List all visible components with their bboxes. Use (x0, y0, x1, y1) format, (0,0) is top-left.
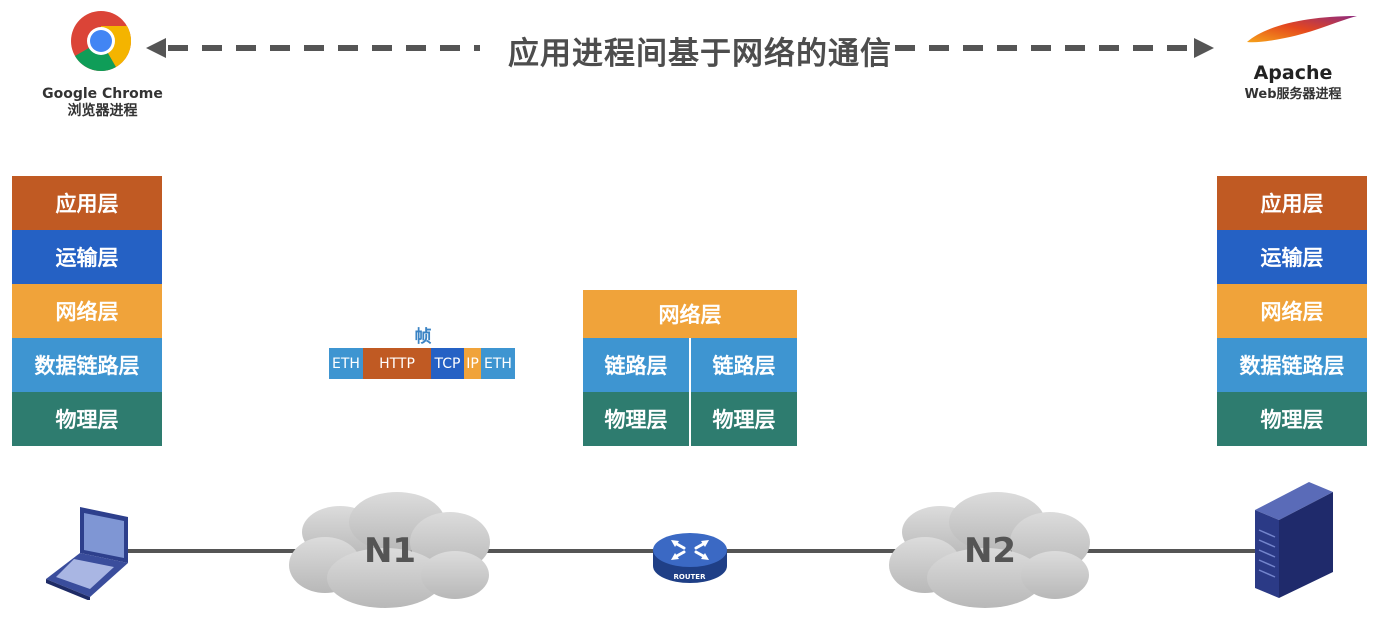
apache-caption: Apache Web服务器进程 (1218, 60, 1368, 103)
right-layer-transport: 运输层 (1217, 230, 1367, 284)
router-label: ROUTER (673, 573, 706, 581)
frame-seg-eth-trailer: ETH (481, 348, 515, 379)
frame-seg-http: HTTP (363, 348, 431, 379)
router-layer-physical-right: 物理层 (691, 392, 797, 446)
right-layer-datalink: 数据链路层 (1217, 338, 1367, 392)
right-layer-application: 应用层 (1217, 176, 1367, 230)
frame-seg-eth-header: ETH (329, 348, 363, 379)
apache-role: Web服务器进程 (1244, 87, 1342, 102)
router-layer-network: 网络层 (583, 290, 797, 338)
left-protocol-stack: 应用层 运输层 网络层 数据链路层 物理层 (12, 176, 162, 446)
chrome-logo-icon (71, 11, 132, 72)
right-layer-physical: 物理层 (1217, 392, 1367, 446)
router-layer-link-right: 链路层 (691, 338, 797, 392)
frame-seg-ip: IP (464, 348, 481, 379)
frame-title: 帧 (414, 327, 432, 347)
network-n1-label: N1 (363, 531, 417, 571)
cloud-n1-icon (289, 492, 490, 608)
router-layer-link-left: 链路层 (583, 338, 689, 392)
page-title: 应用进程间基于网络的通信 (508, 36, 892, 72)
chrome-caption: Google Chrome 浏览器进程 (30, 86, 175, 120)
network-n2-label: N2 (963, 531, 1017, 571)
apache-feather-icon (1247, 16, 1357, 43)
chrome-role: 浏览器进程 (67, 103, 138, 119)
left-layer-transport: 运输层 (12, 230, 162, 284)
left-layer-application: 应用层 (12, 176, 162, 230)
cloud-n2-icon (889, 492, 1090, 608)
server-icon (1255, 482, 1333, 598)
laptop-icon (46, 507, 128, 600)
left-layer-datalink: 数据链路层 (12, 338, 162, 392)
communication-arrow (146, 38, 1214, 58)
left-layer-network: 网络层 (12, 284, 162, 338)
left-layer-physical: 物理层 (12, 392, 162, 446)
router-layer-physical-left: 物理层 (583, 392, 689, 446)
chrome-name: Google Chrome (42, 86, 163, 102)
apache-name: Apache (1253, 62, 1333, 84)
frame-seg-tcp: TCP (431, 348, 464, 379)
right-protocol-stack: 应用层 运输层 网络层 数据链路层 物理层 (1217, 176, 1367, 446)
right-layer-network: 网络层 (1217, 284, 1367, 338)
router-icon (653, 533, 727, 583)
